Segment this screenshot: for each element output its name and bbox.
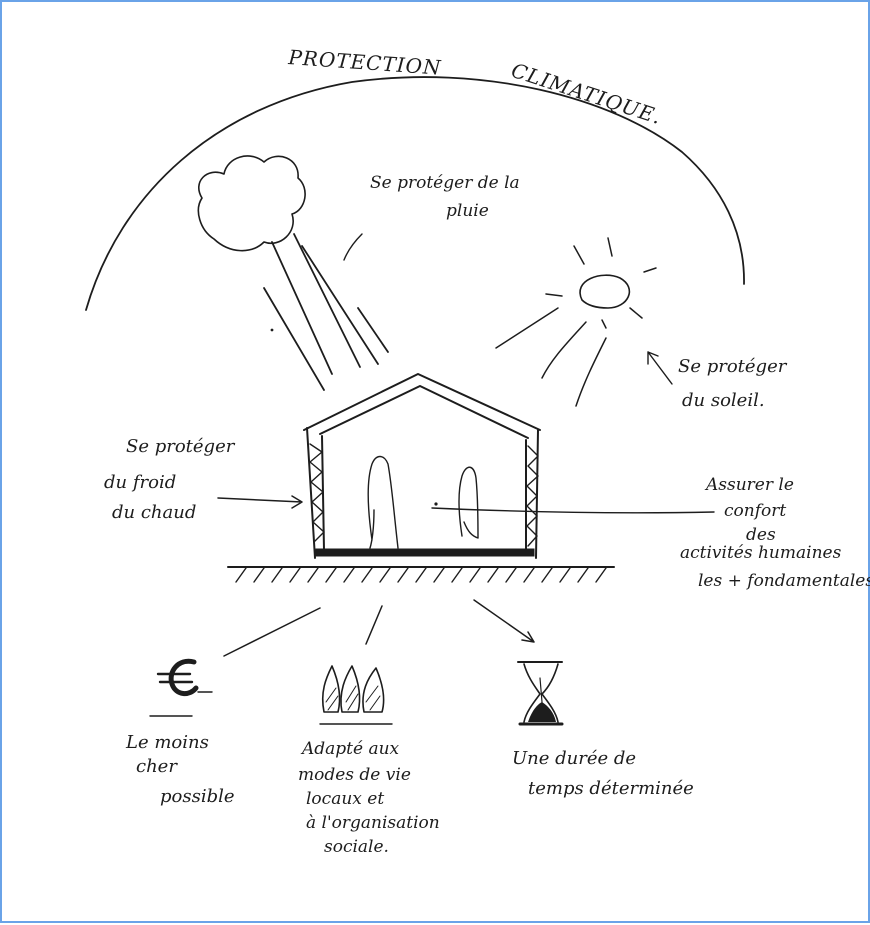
sun-annotation: Se protéger du soleil. (678, 356, 792, 411)
cold-arrow (217, 495, 303, 509)
sun-icon (545, 237, 657, 329)
sun-rays (495, 307, 607, 407)
activities-annotation: Assurer le confort des activités humaine… (680, 475, 870, 591)
arc-title-part1: PROTECTION (287, 45, 443, 80)
criteria-arrows (223, 599, 535, 657)
right-wall-insulation (526, 445, 539, 547)
euro-icon (149, 658, 213, 717)
rain-pointer (343, 233, 363, 261)
left-wall-insulation (309, 443, 325, 543)
flames-icon (319, 665, 393, 725)
hourglass-icon (517, 661, 564, 726)
rain-lines (263, 233, 389, 391)
ground (227, 566, 615, 583)
cold-annotation: Se protéger du froid du chaud (104, 436, 240, 523)
cost-annotation: Le moins cher possible (125, 732, 235, 807)
adapted-annotation: Adapté aux modes de vie locaux et à l'or… (298, 739, 445, 857)
activities-pointer (431, 507, 715, 514)
rain-annotation: Se protéger de la pluie (370, 173, 525, 221)
cloud-icon (197, 155, 306, 252)
person-right (458, 466, 479, 539)
sun-pointer (647, 351, 673, 385)
house (303, 373, 541, 559)
protection-arc (85, 76, 745, 311)
arc-title-part2: CLIMATIQUE. (508, 58, 665, 129)
person-left (367, 455, 399, 549)
duration-annotation: Une durée de temps déterminée (512, 748, 694, 799)
